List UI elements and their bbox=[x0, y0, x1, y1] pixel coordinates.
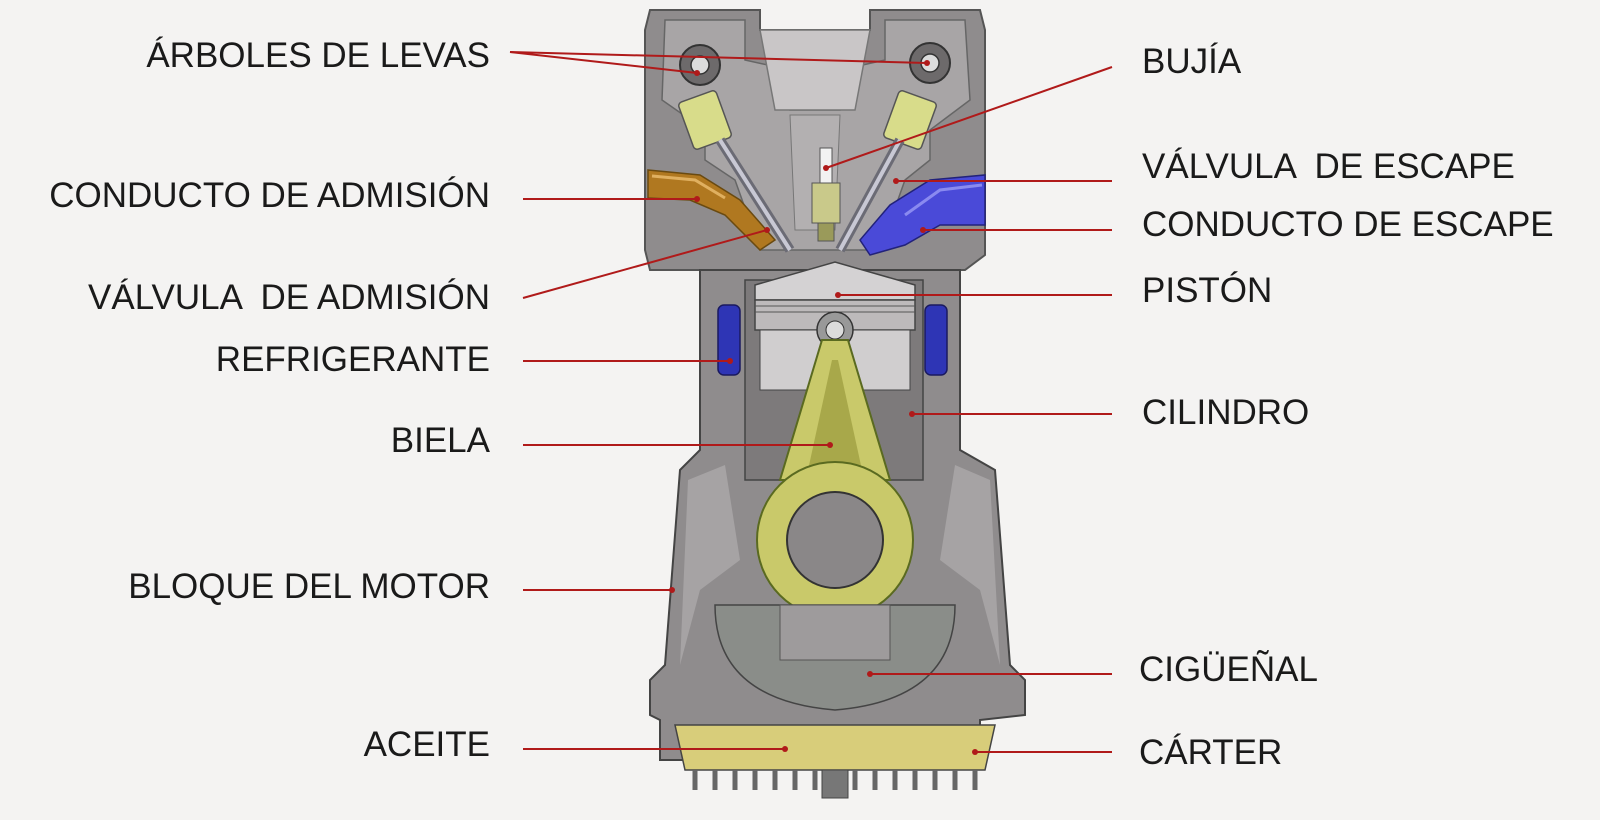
leader-lines bbox=[509, 51, 1113, 753]
leader-dots bbox=[669, 60, 978, 755]
spark-plug bbox=[811, 147, 841, 242]
coolant-left bbox=[717, 304, 741, 376]
label-biela: BIELA bbox=[390, 421, 490, 460]
intake-valve bbox=[678, 90, 795, 253]
label-carter: CÁRTER bbox=[1139, 733, 1283, 772]
label-cilindro: CILINDRO bbox=[1142, 393, 1310, 432]
label-piston: PISTÓN bbox=[1142, 271, 1273, 310]
leader-bujia bbox=[825, 66, 1113, 169]
label-conducto-de-admision: CONDUCTO DE ADMISIÓN bbox=[49, 176, 490, 215]
label-valvula-de-escape: VÁLVULA DE ESCAPE bbox=[1142, 147, 1515, 186]
label-aceite: ACEITE bbox=[363, 725, 490, 764]
exhaust-duct bbox=[859, 174, 986, 256]
oil-pan bbox=[674, 724, 996, 799]
leader-arboles-left bbox=[509, 51, 698, 74]
label-refrigerante: REFRIGERANTE bbox=[215, 340, 490, 379]
coolant-right bbox=[924, 304, 948, 376]
label-arboles-de-levas: ÁRBOLES DE LEVAS bbox=[146, 36, 490, 75]
leader-arboles-right bbox=[509, 51, 928, 64]
label-bloque-del-motor: BLOQUE DEL MOTOR bbox=[128, 567, 490, 606]
label-ciguenal: CIGÜEÑAL bbox=[1139, 650, 1318, 689]
leader-valvula-admision bbox=[522, 229, 768, 299]
label-conducto-de-escape: CONDUCTO DE ESCAPE bbox=[1142, 205, 1554, 244]
label-valvula-de-admision: VÁLVULA DE ADMISIÓN bbox=[88, 278, 490, 317]
camshaft-left bbox=[679, 44, 721, 86]
label-bujia: BUJÍA bbox=[1142, 42, 1242, 81]
